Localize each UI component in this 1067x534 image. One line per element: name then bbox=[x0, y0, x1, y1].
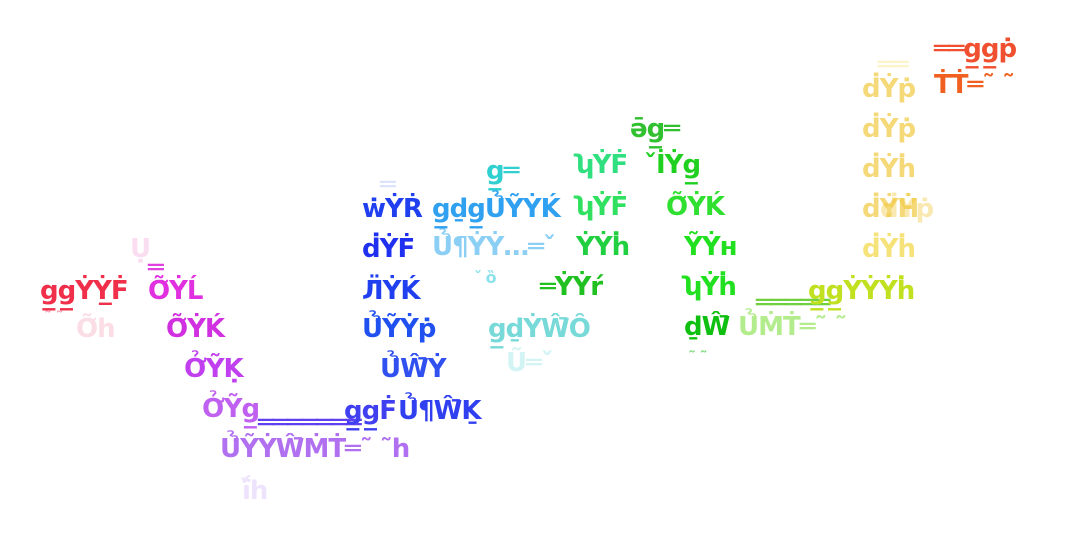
glyph-run: ṪṪ═˜ ˜ bbox=[934, 70, 1015, 100]
glyph-run: ══g̲g̲ṗ bbox=[934, 34, 1017, 64]
glyph-run: ḯ̉h bbox=[242, 476, 268, 506]
glyph-run: Ủ̉ỸẎṗ bbox=[362, 314, 436, 344]
glyph-run: Ủ̉Ŵ̄Ẏ bbox=[380, 354, 447, 384]
glyph-run: ═ bbox=[148, 253, 164, 283]
glyph-run: ḋẎṗ bbox=[862, 114, 916, 144]
glyph-run: Õ̃ẎḰ bbox=[166, 314, 225, 344]
glyph-run: ḋẎḞ bbox=[362, 234, 415, 264]
glyph-run: Л̈ẎḰ bbox=[362, 276, 421, 306]
glyph-run: ỸẎн bbox=[684, 232, 738, 262]
glyph-run: ˇİẎg̲ bbox=[644, 150, 701, 180]
glyph-run: Ủ̉¶Ŵ̄Ḵ bbox=[398, 396, 481, 426]
glyph-run: g̲g̲ẎẎẎḣ bbox=[808, 276, 915, 306]
glyph-run: g̲g̲Ḟ bbox=[344, 396, 397, 426]
glyph-run: Ụ bbox=[130, 234, 151, 264]
glyph-run: ḋẎḣ bbox=[862, 234, 916, 264]
glyph-run: g̲ḏẎŴ̄Ȏ bbox=[488, 314, 591, 344]
glyph-run: g̲═ bbox=[486, 156, 519, 186]
glyph-run: ═ bbox=[380, 170, 396, 200]
glyph-run: g̲g̲ẎẎ̲Ḟ bbox=[40, 276, 129, 306]
glyph-run: ═══════ bbox=[258, 408, 362, 438]
glyph-run: g̲ḏg̲Ủ̉ỸẎḰ bbox=[432, 194, 561, 224]
glyph-run: ʮẎḞ bbox=[576, 150, 628, 180]
glyph-run: ˇ ȍ bbox=[474, 268, 497, 287]
glyph-run: ḏŴ̄ bbox=[684, 312, 730, 342]
glyph-run: ḋẎḢ bbox=[862, 194, 919, 224]
glyph-run: ˜ ˜ bbox=[44, 308, 64, 327]
glyph-run: Ũ═ˇ bbox=[506, 348, 554, 378]
glyph-run: Õ̃h bbox=[76, 314, 116, 344]
glyph-run: ʮẎḣ bbox=[684, 272, 737, 302]
glyph-run: ḋẎṗ bbox=[862, 74, 916, 104]
glyph-run: Ủ̉¶ẎẎ…═ˇ bbox=[432, 232, 556, 262]
glyph-run: Ủ̉ṀṪ═˜ ˜ bbox=[738, 312, 847, 342]
glyph-run: ỞỸg̲ bbox=[202, 394, 260, 424]
glyph-run: Õ̃ẎḰ bbox=[666, 192, 725, 222]
glyph-run: ═ẎẎŕ bbox=[540, 272, 603, 302]
glyph-run: ḋẎḣ bbox=[862, 154, 916, 184]
glyph-run: ỞỸḲ bbox=[184, 354, 244, 384]
glyph-run: ẇẎṘ bbox=[362, 194, 423, 224]
glyph-run: Ủ̉ỸẎŴ̄ṀṪ═˜ ˜h bbox=[220, 434, 410, 464]
glyph-run: ══ bbox=[878, 50, 908, 80]
glyph-run: ═════ bbox=[756, 288, 830, 318]
glyph-run: ʮẎḞ bbox=[576, 192, 628, 222]
glyph-run: ẎẎḣ bbox=[576, 232, 630, 262]
glyph-run: Õ̃ẎĹ bbox=[148, 276, 203, 306]
glyph-run: ḋẎṗ bbox=[880, 194, 934, 224]
glyph-run: ə̄g̲═ bbox=[630, 114, 680, 144]
glyph-run: ˜ ˜ bbox=[688, 348, 708, 367]
